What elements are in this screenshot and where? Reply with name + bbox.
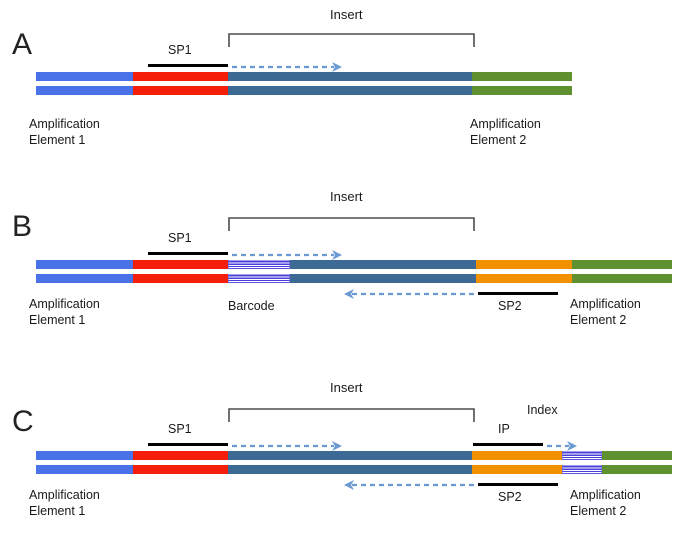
amplification-element-2-caption-line1: Amplification [470,117,541,131]
strand-top [0,260,680,269]
primer-bar-sp1 [148,64,228,67]
strand-bottom [0,274,680,283]
segment-insert-region [228,72,472,81]
amplification-element-1-caption-line1: Amplification [29,488,100,502]
segment-sp2-binding-region [476,260,572,269]
index-label: Index [527,403,558,417]
segment-amplification-element-1 [36,260,133,269]
primer-label-sp1: SP1 [168,231,192,245]
strand-top [0,451,680,460]
segment-amplification-element-1 [36,274,133,283]
primer-bar-sp1 [148,252,228,255]
segment-amplification-element-1 [36,72,133,81]
insert-bracket [228,216,475,232]
segment-amplification-element-2 [472,72,572,81]
segment-amplification-element-2 [572,260,672,269]
segment-insert-region [228,465,472,474]
reverse-extension-arrow [344,289,474,299]
insert-bracket-label: Insert [330,189,363,204]
forward-extension-arrow [232,441,342,451]
strand-top [0,72,680,81]
segment-amplification-element-1 [36,86,133,95]
segment-index-region [562,465,602,474]
amplification-element-1-caption-line1: Amplification [29,117,100,131]
segment-amplification-element-2 [602,465,672,474]
insert-bracket-label: Insert [330,7,363,22]
segment-amplification-element-1 [36,451,133,460]
segment-sp1-binding-region [133,451,228,460]
amplification-element-2-caption-line1: Amplification [570,297,641,311]
segment-barcode-region [228,260,290,269]
segment-amplification-element-2 [472,86,572,95]
segment-insert-region [228,451,472,460]
segment-sp2-binding-region [476,274,572,283]
segment-sp1-binding-region [133,86,228,95]
insert-bracket [228,407,475,423]
segment-sp1-binding-region [133,274,228,283]
panel-letter-c: C [12,405,34,438]
index-read-arrow [547,441,577,451]
panel-letter-a: A [12,28,33,61]
amplification-element-1-caption-line2: Element 1 [29,133,86,147]
insert-bracket [228,32,475,48]
segment-amplification-element-1 [36,465,133,474]
amplification-element-2-caption-line1: Amplification [570,488,641,502]
primer-label-sp2: SP2 [498,490,522,504]
segment-ip-binding-region [472,451,562,460]
segment-insert-region [290,260,476,269]
panel-letter-b: B [12,210,33,243]
strand-bottom [0,86,680,95]
segment-amplification-element-2 [572,274,672,283]
primer-label-sp1: SP1 [168,422,192,436]
segment-insert-region [228,86,472,95]
segment-sp1-binding-region [133,465,228,474]
amplification-element-1-caption-line2: Element 1 [29,313,86,327]
primer-label-sp1: SP1 [168,43,192,57]
primer-label-sp2: SP2 [498,299,522,313]
segment-ip-binding-region [472,465,562,474]
segment-barcode-region [228,274,290,283]
segment-insert-region [290,274,476,283]
insert-bracket-label: Insert [330,380,363,395]
segment-amplification-element-2 [602,451,672,460]
primer-bar-ip [473,443,543,446]
forward-extension-arrow [232,250,342,260]
barcode-label: Barcode [228,299,275,313]
forward-extension-arrow [232,62,342,72]
amplification-element-1-caption-line1: Amplification [29,297,100,311]
strand-bottom [0,465,680,474]
primer-bar-sp1 [148,443,228,446]
amplification-element-1-caption-line2: Element 1 [29,504,86,518]
segment-sp1-binding-region [133,72,228,81]
primer-bar-sp2 [478,483,558,486]
primer-bar-sp2 [478,292,558,295]
amplification-element-2-caption-line2: Element 2 [570,313,627,327]
reverse-extension-arrow [344,480,474,490]
segment-sp1-binding-region [133,260,228,269]
segment-index-region [562,451,602,460]
amplification-element-2-caption-line2: Element 2 [470,133,527,147]
amplification-element-2-caption-line2: Element 2 [570,504,627,518]
primer-label-ip: IP [498,422,510,436]
